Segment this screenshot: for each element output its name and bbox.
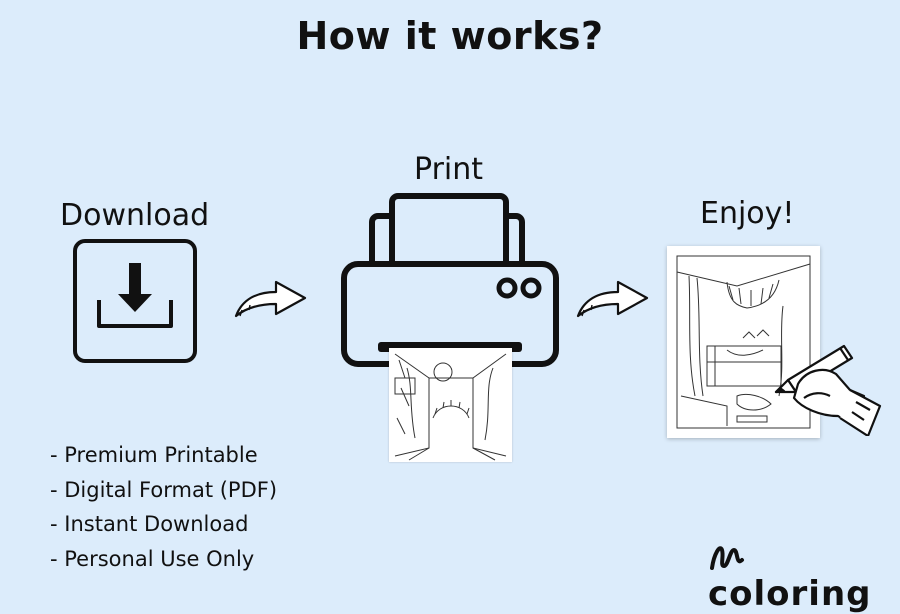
printer-icon [341, 193, 559, 367]
feature-item: Premium Printable [50, 438, 277, 473]
step-print-label: Print [414, 152, 484, 187]
brand-logo: coloring [708, 538, 900, 614]
feature-item: Personal Use Only [50, 542, 277, 577]
arrow-right-icon [234, 280, 307, 318]
coloring-page-icon [667, 246, 820, 438]
step-enjoy-label: Enjoy! [700, 196, 795, 231]
brand-squiggle-icon [710, 546, 744, 570]
feature-list: Premium Printable Digital Format (PDF) I… [50, 438, 277, 576]
feature-item: Instant Download [50, 507, 277, 542]
step-download-label: Download [60, 198, 210, 233]
arrow-right-icon [576, 280, 649, 318]
download-icon [73, 239, 197, 363]
printed-page-image [389, 348, 512, 462]
hand-pencil-icon [774, 344, 882, 436]
feature-item: Digital Format (PDF) [50, 473, 277, 508]
page-title: How it works? [296, 14, 604, 58]
brand-name: coloring [708, 574, 872, 614]
